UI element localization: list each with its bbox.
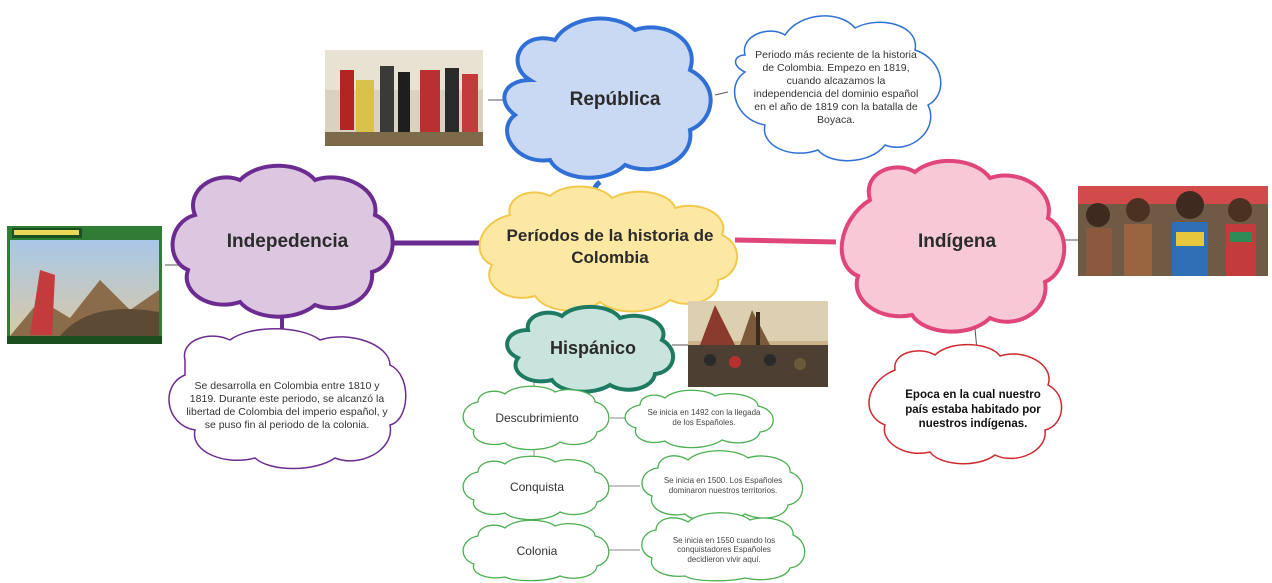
descubrimiento-note: Se inicia en 1492 con la llegada de los …: [647, 408, 761, 427]
republica-painting: [325, 50, 483, 146]
colonia-cloud[interactable]: [462, 519, 610, 582]
republica-description: Periodo más reciente de la historia de C…: [753, 48, 919, 127]
indigena-title[interactable]: Indígena: [917, 231, 997, 253]
connector-indigena: [734, 237, 837, 245]
connector-republica-desc: [714, 91, 729, 96]
independencia-title[interactable]: Indepedencia: [226, 231, 349, 253]
independencia-cover-image: [7, 226, 162, 344]
hispanico-painting: [688, 301, 828, 387]
independencia-cloud[interactable]: [170, 163, 395, 319]
republica-desc-cloud: [734, 15, 942, 162]
republica-cloud[interactable]: [502, 16, 713, 180]
descubrimiento-label[interactable]: Descubrimiento: [495, 411, 579, 426]
independencia-desc-cloud: [168, 328, 407, 470]
conquista-label[interactable]: Conquista: [509, 480, 565, 495]
indigena-desc-cloud: [868, 343, 1063, 465]
descubrimiento-cloud[interactable]: [462, 385, 610, 451]
hispanico-stage-clouds: [462, 385, 806, 582]
center-cloud[interactable]: [478, 185, 739, 313]
colonia-label[interactable]: Colonia: [516, 544, 558, 559]
indigena-cloud[interactable]: [839, 159, 1067, 334]
colonia-note-cloud: [641, 512, 806, 582]
indigena-people-photo: [1078, 186, 1268, 276]
conquista-cloud[interactable]: [462, 455, 610, 521]
descubrimiento-note-cloud: [624, 389, 774, 449]
conquista-note: Se inicia en 1500. Los Españoles dominar…: [663, 476, 783, 495]
colonia-note: Se inicia en 1550 cuando los conquistado…: [672, 535, 776, 564]
conquista-note-cloud: [641, 450, 804, 523]
center-title[interactable]: Períodos de la historia de Colombia: [506, 225, 714, 267]
indigena-description: Epoca en la cual nuestro país estaba hab…: [905, 389, 1041, 431]
republica-title[interactable]: República: [569, 89, 661, 111]
hispanico-title[interactable]: Hispánico: [549, 337, 637, 358]
hispanico-cloud[interactable]: [505, 304, 675, 394]
independencia-description: Se desarrolla en Colombia entre 1810 y 1…: [186, 379, 388, 432]
